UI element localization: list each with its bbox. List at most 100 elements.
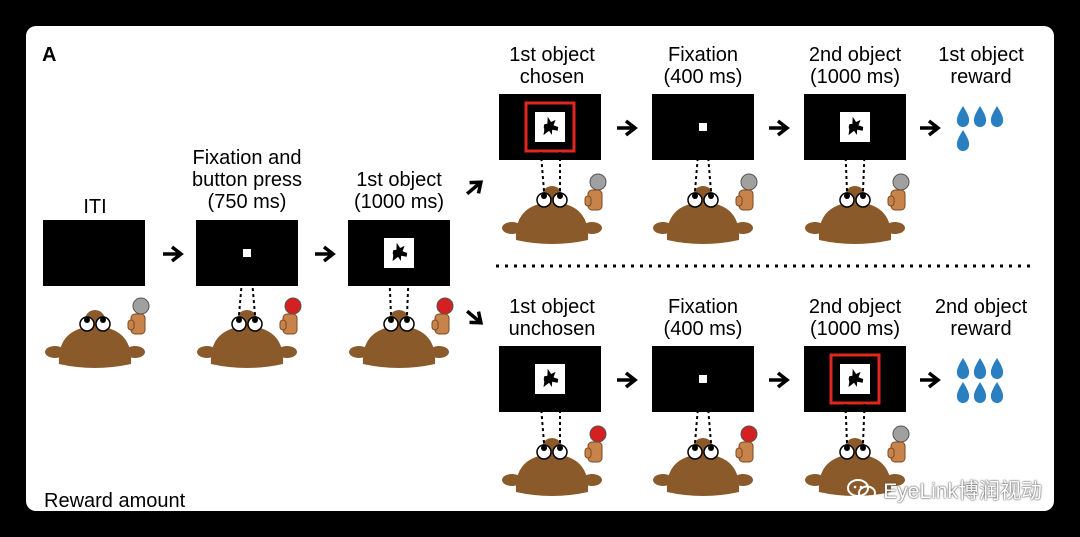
monkey-pupil [84, 317, 90, 323]
gaze-line [705, 382, 712, 444]
label-bottom-reward-line1: 2nd object [934, 296, 1028, 318]
gaze-line [862, 393, 866, 444]
monkey-pupil [541, 193, 547, 199]
water-drop-icon [973, 106, 987, 127]
label-top-reward-line1: 1st object [938, 44, 1024, 66]
screen-background [43, 220, 145, 286]
arrow-head [927, 119, 941, 137]
monkey-pupil [692, 445, 698, 451]
monkey-pupil [236, 317, 242, 323]
monkey-pupil [844, 445, 850, 451]
monkey-icon [502, 393, 607, 496]
monkey-icon [653, 130, 758, 244]
gaze-line [844, 393, 848, 444]
response-button [740, 173, 758, 191]
monkey-pupil [252, 317, 258, 323]
label-first-object-line2: (1000 ms) [353, 191, 445, 213]
label-top-second-object: 2nd object (1000 ms) [809, 44, 901, 88]
response-button [284, 297, 302, 315]
water-drop-icon [973, 358, 987, 379]
gaze-line [705, 130, 712, 192]
monkey-thumb [735, 447, 743, 459]
monkey-icon [45, 297, 150, 368]
monkey-thumb [279, 319, 287, 331]
label-top-chosen-line1: 1st object [509, 44, 595, 66]
arrow-icon [617, 119, 638, 137]
monkey-pupil [404, 317, 410, 323]
arrow-icon [920, 119, 941, 137]
arrow-head [624, 119, 638, 137]
arrow-head [776, 119, 790, 137]
monkey-thumb [431, 319, 439, 331]
response-button [892, 173, 910, 191]
arrow-icon [617, 371, 638, 389]
monkey-head [666, 202, 740, 244]
arrow-icon [315, 245, 336, 263]
label-first-object-line1: 1st object [356, 169, 442, 191]
monkey-thumb [735, 195, 743, 207]
monkey-thumb [127, 319, 135, 331]
footer-text: Reward amount [44, 490, 186, 511]
response-button [892, 425, 910, 443]
stimulus-blob [543, 116, 559, 136]
hand-button-icon [887, 425, 910, 463]
label-top-fixation-line2: (400 ms) [663, 66, 743, 88]
label-top-reward-line2: reward [950, 66, 1012, 88]
water-drop-icon [990, 358, 1004, 379]
arrow-head [170, 245, 184, 263]
arrow-head [624, 371, 638, 389]
monkey-icon [349, 267, 454, 368]
water-drop-icon [956, 106, 970, 127]
stimulus-blob [543, 368, 559, 388]
fixation-point [699, 123, 707, 131]
task-screen [499, 346, 601, 412]
monkey-head [666, 454, 740, 496]
hand-button-icon [735, 425, 758, 463]
gaze-line [388, 267, 392, 316]
task-screen [348, 220, 450, 286]
label-first-object: 1st object (1000 ms) [354, 169, 444, 213]
arrow-icon [465, 180, 484, 196]
task-screen [804, 346, 906, 412]
label-bottom-reward-line2: reward [950, 318, 1012, 340]
label-bottom-unchosen: 1st object unchosen [509, 296, 596, 340]
arrow-shaft [465, 182, 480, 196]
figure-panel: A ITI Fixation and button press (750 ms)… [26, 26, 1054, 511]
label-bottom-unchosen-line2: unchosen [508, 318, 596, 340]
water-drop-icon [990, 382, 1004, 403]
panel-letter: A [42, 44, 57, 66]
monkey-thumb [887, 195, 895, 207]
watermark-text: EyeLink博润视动 [883, 480, 1042, 503]
hand-button-icon [431, 297, 454, 335]
arrow-head [469, 180, 484, 194]
chosen-highlight-box [524, 101, 576, 153]
hand-button-icon [127, 297, 150, 335]
arrow-head [776, 371, 790, 389]
arrow-icon [465, 309, 484, 325]
label-top-chosen: 1st object chosen [509, 44, 595, 88]
task-screen [43, 220, 145, 286]
gaze-line [862, 141, 866, 192]
monkey-thumb [887, 447, 895, 459]
label-bottom-unchosen-line1: 1st object [509, 296, 595, 318]
gaze-line [844, 141, 848, 192]
gaze-line [539, 393, 545, 444]
label-bottom-fixation: Fixation (400 ms) [664, 296, 743, 340]
hand-button-icon [887, 173, 910, 211]
response-button [740, 425, 758, 443]
water-drop-icon [956, 358, 970, 379]
label-bottom-second-object-line1: 2nd object [808, 296, 902, 318]
arrow-icon [769, 119, 790, 137]
label-top-reward: 1st object reward [938, 44, 1024, 88]
hand-button-icon [584, 425, 607, 463]
gaze-line [694, 130, 701, 192]
hand-button-icon [279, 297, 302, 335]
arrow-head [322, 245, 336, 263]
monkey-thumb [584, 195, 592, 207]
monkey-pupil [708, 445, 714, 451]
monkey-head [58, 326, 132, 368]
water-drop-icon [956, 382, 970, 403]
hand-button-icon [735, 173, 758, 211]
response-button [589, 425, 607, 443]
reward-drops [956, 106, 1004, 151]
